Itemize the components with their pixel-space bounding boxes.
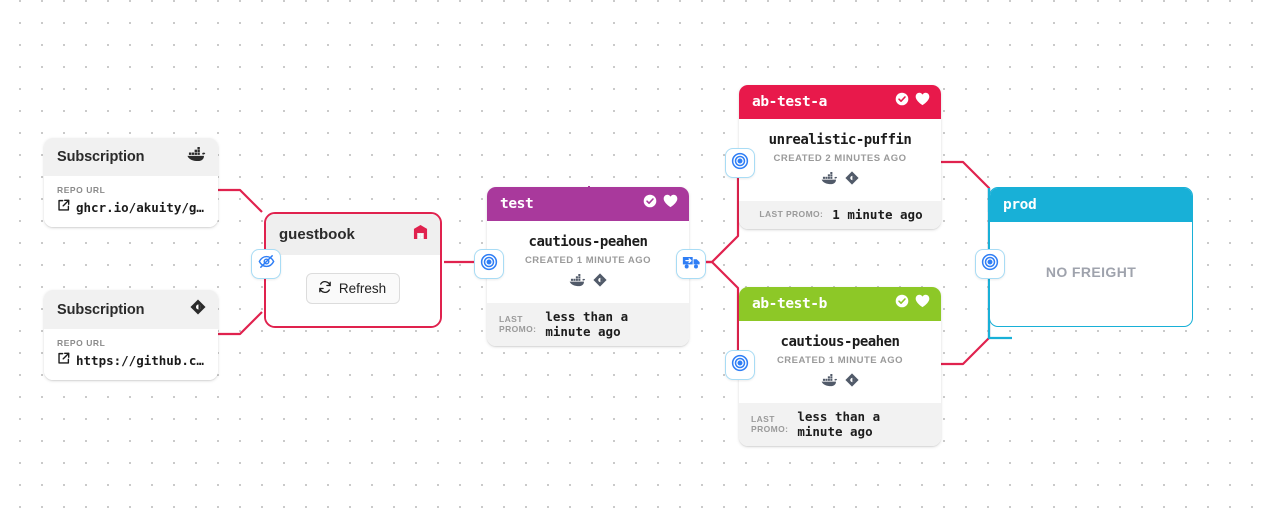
heart-icon (915, 294, 930, 313)
heart-icon (663, 194, 678, 213)
subscription-title: Subscription (57, 301, 145, 318)
git-icon (593, 273, 607, 292)
last-promo-value: less than a minute ago (545, 309, 629, 339)
prod-target-handle[interactable] (975, 249, 1005, 279)
refresh-button[interactable]: Refresh (305, 273, 401, 304)
test-promote-handle[interactable] (676, 249, 706, 279)
stage-footer: LAST PROMO: 1 minute ago (739, 201, 941, 229)
repo-url-link[interactable]: ghcr.io/akuity/g… (57, 199, 206, 215)
truck-icon (682, 254, 701, 275)
stage-node-ab-test-b[interactable]: ab-test-b cautious-peahen CREATED 1 MINU… (739, 287, 941, 446)
ab-test-b-target-handle[interactable] (725, 350, 755, 380)
subscription-card-git[interactable]: Subscription REPO URL https://github.c… (44, 290, 218, 380)
check-circle-icon (895, 92, 909, 111)
stage-name: ab-test-a (752, 93, 827, 110)
stage-node-ab-test-a[interactable]: ab-test-a unrealistic-puffin CREATED 2 M… (739, 85, 941, 229)
warehouse-header: guestbook (266, 214, 440, 255)
external-link-icon (57, 352, 70, 368)
freight-artifact-icons (747, 373, 933, 392)
freight-name: cautious-peahen (528, 234, 648, 250)
docker-icon (821, 373, 838, 392)
stage-node-prod[interactable]: prod NO FREIGHT (989, 187, 1193, 327)
last-promo-label: LAST PROMO: (759, 209, 824, 220)
stage-status-icons (895, 92, 930, 111)
no-freight-message: NO FREIGHT (1045, 264, 1137, 280)
stage-name: prod (1003, 196, 1037, 213)
repo-url-label: REPO URL (57, 338, 106, 348)
repo-url-link[interactable]: https://github.c… (57, 352, 206, 368)
subscription-card-docker[interactable]: Subscription REPO URL (44, 138, 218, 227)
repo-url-text: ghcr.io/akuity/g… (76, 199, 204, 215)
stage-name: ab-test-b (752, 295, 827, 312)
stage-header: ab-test-a (739, 85, 941, 119)
freight-name: unrealistic-puffin (768, 132, 912, 148)
stage-status-icons (643, 194, 678, 213)
warehouse-body: Refresh (266, 255, 440, 326)
freight-created: CREATED 1 MINUTE AGO (524, 255, 652, 266)
test-target-handle[interactable] (474, 249, 504, 279)
freight-name: cautious-peahen (780, 334, 900, 350)
check-circle-icon (643, 194, 657, 213)
stage-header: prod (990, 188, 1192, 222)
ab-test-a-target-handle[interactable] (725, 148, 755, 178)
freight-created: CREATED 1 MINUTE AGO (776, 355, 904, 366)
stage-header: ab-test-b (739, 287, 941, 321)
target-icon (731, 152, 749, 175)
subscription-header: Subscription (44, 138, 218, 176)
stage-body: cautious-peahen CREATED 1 MINUTE AGO (487, 221, 689, 303)
last-promo-value: 1 minute ago (832, 207, 923, 222)
subscription-body: REPO URL ghcr.io/akuity/g… (44, 176, 218, 227)
git-icon (190, 299, 206, 320)
target-icon (981, 253, 999, 276)
docker-icon (187, 147, 206, 167)
git-icon (845, 171, 859, 190)
repo-url-text: https://github.c… (76, 352, 204, 368)
stage-body: cautious-peahen CREATED 1 MINUTE AGO (739, 321, 941, 403)
stage-header: test (487, 187, 689, 221)
subscription-title: Subscription (57, 149, 145, 165)
external-link-icon (57, 199, 70, 215)
freight-created: CREATED 2 MINUTES AGO (773, 153, 907, 164)
stage-node-test[interactable]: test cautious-peahen CREATED 1 MINUTE AG… (487, 187, 689, 346)
warehouse-title: guestbook (279, 226, 355, 243)
refresh-icon (318, 280, 332, 297)
target-icon (480, 253, 498, 276)
last-promo-value: less than a minute ago (797, 409, 881, 439)
eye-off-icon (258, 253, 275, 275)
docker-icon (821, 171, 838, 190)
target-icon (731, 354, 749, 377)
check-circle-icon (895, 294, 909, 313)
stage-body: unrealistic-puffin CREATED 2 MINUTES AGO (739, 119, 941, 201)
warehouse-icon (413, 224, 428, 245)
subscription-body: REPO URL https://github.c… (44, 329, 218, 380)
repo-url-label: REPO URL (57, 185, 106, 195)
warehouse-hide-handle[interactable] (251, 249, 281, 279)
heart-icon (915, 92, 930, 111)
stage-status-icons (895, 294, 930, 313)
freight-artifact-icons (495, 273, 681, 292)
docker-icon (569, 273, 586, 292)
subscription-header: Subscription (44, 290, 218, 329)
stage-name: test (500, 195, 534, 212)
refresh-label: Refresh (338, 281, 387, 296)
git-icon (845, 373, 859, 392)
warehouse-node-guestbook[interactable]: guestbook Refresh (264, 212, 442, 328)
freight-artifact-icons (747, 171, 933, 190)
